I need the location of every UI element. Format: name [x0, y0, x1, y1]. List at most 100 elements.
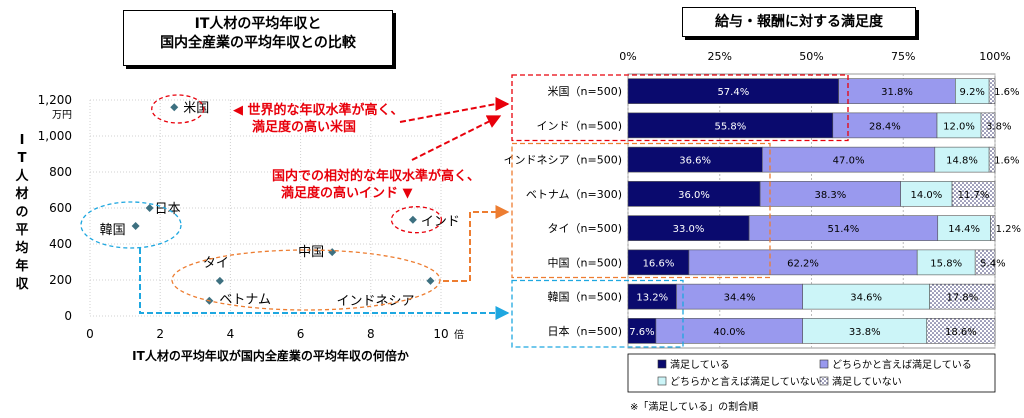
bar-segment — [988, 146, 996, 173]
bar-value-label: 11.7% — [958, 190, 990, 201]
scatter-point — [145, 204, 154, 212]
bar-value-label: 40.0% — [713, 327, 745, 338]
japan-korea-highlight-ellipse — [80, 201, 182, 249]
point-label: インドネシア — [336, 294, 414, 309]
bar-value-label: 14.8% — [946, 156, 978, 167]
left-title-line-2: 国内全産業の平均年収との比較 — [160, 35, 356, 51]
y-axis-title-char: 均 — [15, 240, 28, 256]
category-label: 中国（n=500) — [548, 256, 622, 269]
bar-value-label: 34.6% — [850, 293, 882, 304]
bar-segment — [980, 112, 996, 139]
bar-segment — [936, 112, 982, 139]
category-label: 日本（n=500) — [548, 324, 622, 338]
y-tick-label: 600 — [49, 201, 72, 215]
bar-value-label: 3.8% — [986, 121, 1011, 132]
legend-label: 満足している — [670, 359, 730, 371]
legend-box — [627, 353, 996, 393]
bar-value-label: 55.8% — [715, 121, 747, 132]
y-axis-title-char: 材 — [15, 186, 28, 202]
bar-segment — [627, 181, 761, 207]
bar-segment — [655, 318, 803, 344]
bar-value-label: 14.0% — [910, 190, 942, 201]
category-label: インドネシア（n=500) — [504, 154, 622, 167]
scatter-point — [328, 248, 337, 257]
bar-segment — [990, 215, 996, 241]
y-axis-title-char: 平 — [15, 223, 28, 238]
point-label: 米国 — [183, 101, 209, 116]
y-axis-title-char: 年 — [15, 258, 28, 274]
y-tick-label: 1,200 — [38, 93, 72, 107]
y-axis-title-char: の — [15, 205, 28, 220]
y-axis-title-char: T — [18, 151, 27, 166]
annotation-us-line-2: 満足度の高い米国 — [252, 119, 356, 135]
bar-segment — [900, 181, 953, 207]
bar-value-label: 36.0% — [678, 190, 710, 201]
x-tick-label: 6 — [297, 327, 305, 341]
bar-value-label: 31.8% — [881, 87, 913, 98]
y-tick-label: 200 — [49, 273, 72, 287]
right-chart-title: 給与・報酬に対する満足度 — [682, 7, 916, 37]
legend-label: どちらかと言えば満足している — [832, 358, 972, 371]
x-unit-label: 倍 — [454, 328, 464, 341]
y-tick-label: 800 — [49, 165, 72, 179]
bar-value-label: 33.8% — [849, 327, 881, 338]
bar-segment — [929, 283, 996, 310]
india-arrow — [411, 115, 502, 161]
x-tick-label: 75% — [891, 50, 915, 63]
bar-segment — [627, 112, 834, 139]
legend-swatch — [819, 359, 829, 369]
y-axis-title-char: I — [20, 133, 25, 148]
bar-segment — [627, 78, 839, 104]
bar-value-label: 47.0% — [833, 156, 865, 167]
top-group-box — [511, 74, 849, 142]
bar-value-label: 33.0% — [673, 224, 705, 235]
bar-value-label: 13.2% — [636, 293, 668, 304]
bar-value-label: 18.6% — [945, 327, 977, 338]
bar-segment — [627, 146, 763, 173]
point-label: ベトナム — [219, 293, 271, 308]
y-tick-label: 400 — [49, 237, 72, 251]
stacked-bar-chart: 0%25%50%75%100%米国（n=500)57.4%31.8%9.2%1.… — [504, 50, 1021, 413]
bar-value-label: 57.4% — [717, 87, 749, 98]
legend-label: 満足していない — [832, 376, 902, 388]
bar-value-label: 9.2% — [960, 87, 985, 98]
bar-value-label: 15.8% — [930, 258, 962, 269]
bar-segment — [974, 249, 996, 276]
japan-korea-arrow — [139, 248, 510, 320]
bar-value-label: 28.4% — [869, 121, 901, 132]
y-tick-label: 1,000 — [38, 129, 72, 143]
bar-value-label: 7.6% — [629, 327, 654, 338]
y-axis-title-char: 人 — [15, 168, 29, 184]
point-label: 中国 — [298, 245, 324, 260]
bar-segment — [748, 215, 939, 241]
bar-value-label: 5.4% — [980, 258, 1005, 269]
legend-swatch — [657, 359, 667, 369]
x-tick-label: 0% — [619, 50, 636, 63]
bar-value-label: 1.6% — [994, 156, 1019, 167]
right-title-text: 給与・報酬に対する満足度 — [715, 14, 883, 30]
category-label: 韓国（n=500) — [548, 291, 622, 304]
legend-swatch — [819, 376, 829, 386]
y-tick-label: 0 — [64, 309, 72, 323]
scatter-point — [170, 103, 179, 112]
bar-segment — [838, 78, 956, 104]
middle-group-box — [511, 142, 771, 279]
x-tick-label: 2 — [156, 327, 164, 341]
x-tick-label: 50% — [799, 50, 823, 63]
bar-segment — [937, 215, 991, 241]
india-highlight-ellipse — [390, 206, 443, 234]
bar-segment — [762, 146, 936, 173]
x-tick-label: 25% — [708, 50, 732, 63]
bar-segment — [926, 318, 996, 344]
bar-segment — [627, 215, 750, 241]
bar-segment — [802, 318, 928, 344]
bar-value-label: 36.6% — [679, 156, 711, 167]
bar-value-label: 51.4% — [828, 224, 860, 235]
bar-value-label: 38.3% — [815, 190, 847, 201]
us-arrow — [399, 97, 510, 123]
bar-value-label: 1.2% — [996, 224, 1021, 235]
bar-value-label: 17.8% — [946, 293, 978, 304]
left-title-line-1: IT人材の平均年収と — [194, 16, 322, 32]
x-tick-label: 10 — [433, 327, 448, 341]
